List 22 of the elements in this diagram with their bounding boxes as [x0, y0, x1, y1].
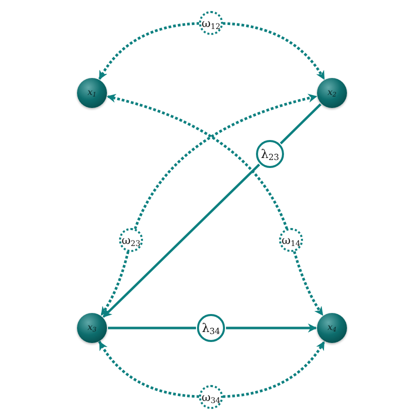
rate-circle: ω$_{12}$ [199, 11, 223, 35]
sphere-node: x$_{4}$ [317, 313, 347, 343]
dotted-arrow [293, 251, 324, 316]
arrow [226, 324, 317, 332]
line [280, 103, 322, 144]
dotted-arrow [222, 340, 326, 398]
dotted-arrow [100, 251, 130, 316]
dotted-arrow [222, 22, 326, 80]
rate-circle: λ$_{23}$ [256, 140, 284, 168]
sphere-node: x$_{2}$ [317, 78, 347, 108]
rate-circle: ω$_{23}$ [119, 228, 143, 252]
line [108, 326, 196, 330]
rate-circle: ω$_{34}$ [199, 385, 223, 409]
dotted-arrow [98, 340, 200, 398]
sphere-node: x$_{1}$ [77, 78, 107, 108]
sphere-node: x$_{3}$ [77, 313, 107, 343]
dotted-arrow [98, 22, 200, 80]
rate-circle: ω$_{14}$ [279, 228, 303, 252]
arrow [102, 164, 260, 318]
dotted-arrow [106, 94, 288, 230]
dotted-arrow [134, 94, 318, 230]
rate-circle: λ$_{34}$ [197, 314, 225, 342]
